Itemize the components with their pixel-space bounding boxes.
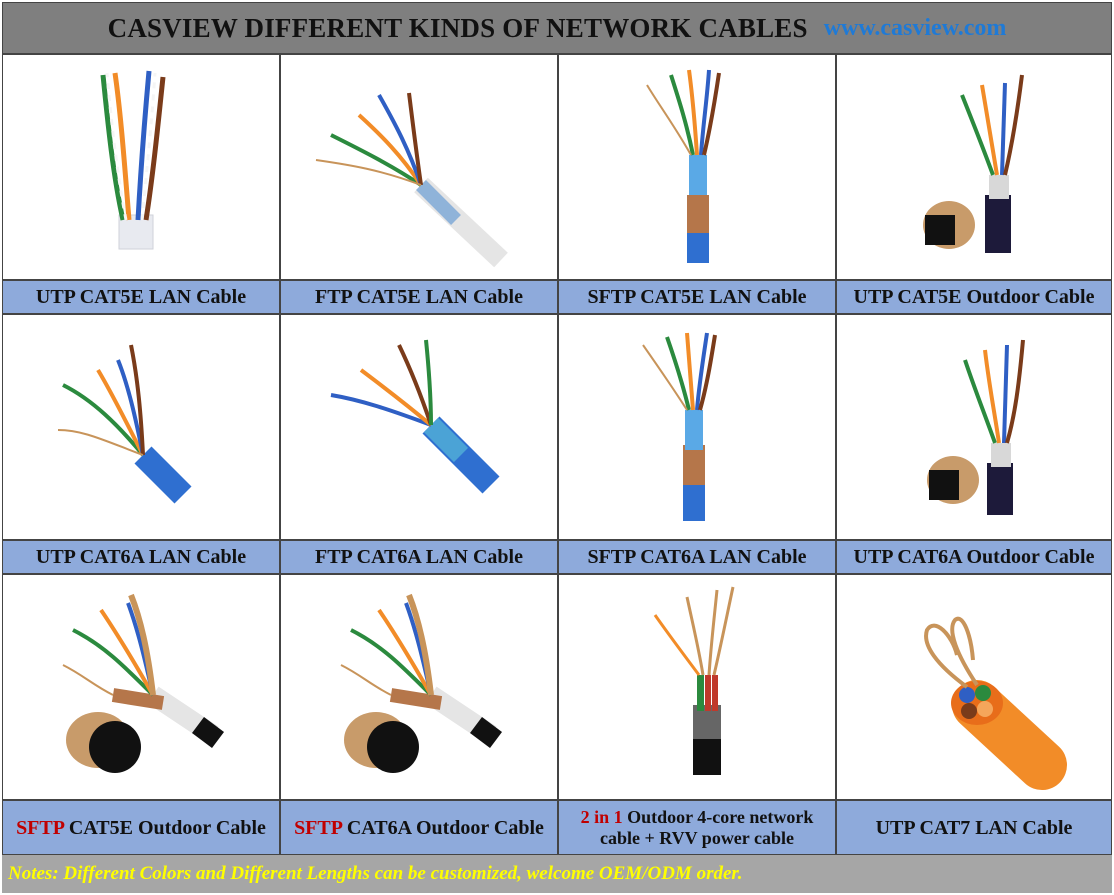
label-text: Outdoor 4-core network: [627, 806, 814, 827]
page-title: CASVIEW DIFFERENT KINDS OF NETWORK CABLE…: [107, 12, 808, 43]
cable-outdoor-icon: [923, 74, 1024, 253]
label-text: CAT6A Outdoor Cable: [346, 816, 544, 839]
product-image-2in1-outdoor: [558, 574, 836, 800]
label-text: CAT5E Outdoor Cable: [68, 816, 266, 839]
product-image-sftp-cat6a-outdoor: [280, 574, 558, 800]
label-prefix: 2 in 1: [580, 806, 623, 827]
product-image-ftp-cat6a-lan: [280, 314, 558, 540]
product-image-utp-cat5e-lan: [2, 54, 280, 280]
website-link[interactable]: www.casview.com: [823, 14, 1007, 41]
product-label: FTP CAT6A LAN Cable: [280, 540, 558, 574]
cable-utp-icon: [100, 70, 166, 250]
product-image-utp-cat6a-lan: [2, 314, 280, 540]
product-label: UTP CAT6A LAN Cable: [2, 540, 280, 574]
product-label: 2 in 1 Outdoor 4-core network cable + RV…: [558, 800, 836, 855]
product-label: SFTP CAT5E Outdoor Cable: [2, 800, 280, 855]
product-image-sftp-cat6a-lan: [558, 314, 836, 540]
product-label: SFTP CAT6A Outdoor Cable: [280, 800, 558, 855]
product-label: SFTP CAT6A LAN Cable: [558, 540, 836, 574]
page-header: CASVIEW DIFFERENT KINDS OF NETWORK CABLE…: [2, 2, 1112, 54]
cable-sftp-icon: [642, 332, 717, 521]
cable-cat7-icon: [924, 616, 1067, 790]
product-image-utp-cat6a-outdoor: [836, 314, 1112, 540]
label-text-line2: cable + RVV power cable: [600, 827, 794, 848]
product-label: UTP CAT5E LAN Cable: [2, 280, 280, 314]
cable-sftp-icon: [646, 69, 721, 263]
cable-outdoor-icon: [927, 339, 1025, 515]
product-image-ftp-cat5e-lan: [280, 54, 558, 280]
product-label: UTP CAT7 LAN Cable: [836, 800, 1112, 855]
cable-ftp-icon: [315, 92, 508, 268]
cable-ftp-icon: [330, 339, 500, 494]
product-label: FTP CAT5E LAN Cable: [280, 280, 558, 314]
cable-composite-icon: [653, 586, 735, 775]
label-prefix: SFTP: [16, 816, 64, 839]
label-prefix: SFTP: [294, 816, 342, 839]
product-image-utp-cat7-lan: [836, 574, 1112, 800]
product-label: UTP CAT5E Outdoor Cable: [836, 280, 1112, 314]
product-label: UTP CAT6A Outdoor Cable: [836, 540, 1112, 574]
cable-sftp-outdoor-icon: [62, 593, 224, 773]
cable-utp-icon: [57, 344, 192, 504]
notes-bar: Notes: Different Colors and Different Le…: [2, 855, 1112, 893]
product-label: SFTP CAT5E LAN Cable: [558, 280, 836, 314]
product-image-sftp-cat5e-lan: [558, 54, 836, 280]
product-image-sftp-cat5e-outdoor: [2, 574, 280, 800]
cable-sftp-outdoor-icon: [340, 593, 502, 773]
product-image-utp-cat5e-outdoor: [836, 54, 1112, 280]
